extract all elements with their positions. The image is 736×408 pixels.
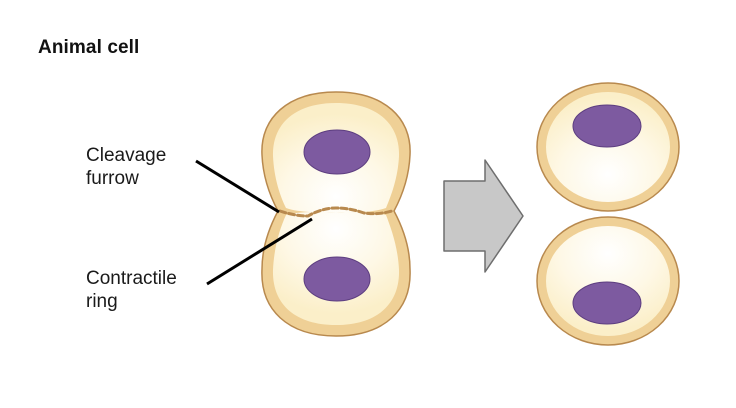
contractile-ring <box>278 206 394 218</box>
diagram-title: Animal cell <box>38 37 140 58</box>
daughter-cell-top <box>536 82 680 212</box>
dividing-cell-nucleus-top <box>303 129 371 175</box>
label-contractile-ring-line-1: Contractile <box>86 268 177 289</box>
daughter-cell-top-nucleus <box>572 104 642 148</box>
label-cleavage-furrow-line-2: furrow <box>86 168 139 189</box>
daughter-cell-bottom <box>536 216 680 346</box>
right-arrow-icon <box>443 159 524 273</box>
daughter-cell-bottom-nucleus <box>572 281 642 325</box>
leader-line-contractile-ring <box>206 217 313 286</box>
label-contractile-ring: Contractile ring <box>86 267 177 313</box>
label-cleavage-furrow: Cleavage furrow <box>86 144 166 190</box>
label-cleavage-furrow-line-1: Cleavage <box>86 145 167 166</box>
leader-line-cleavage-furrow <box>195 159 280 214</box>
dividing-cell-nucleus-bottom <box>303 256 371 302</box>
label-contractile-ring-line-2: ring <box>86 291 118 312</box>
dividing-cell <box>261 91 411 337</box>
